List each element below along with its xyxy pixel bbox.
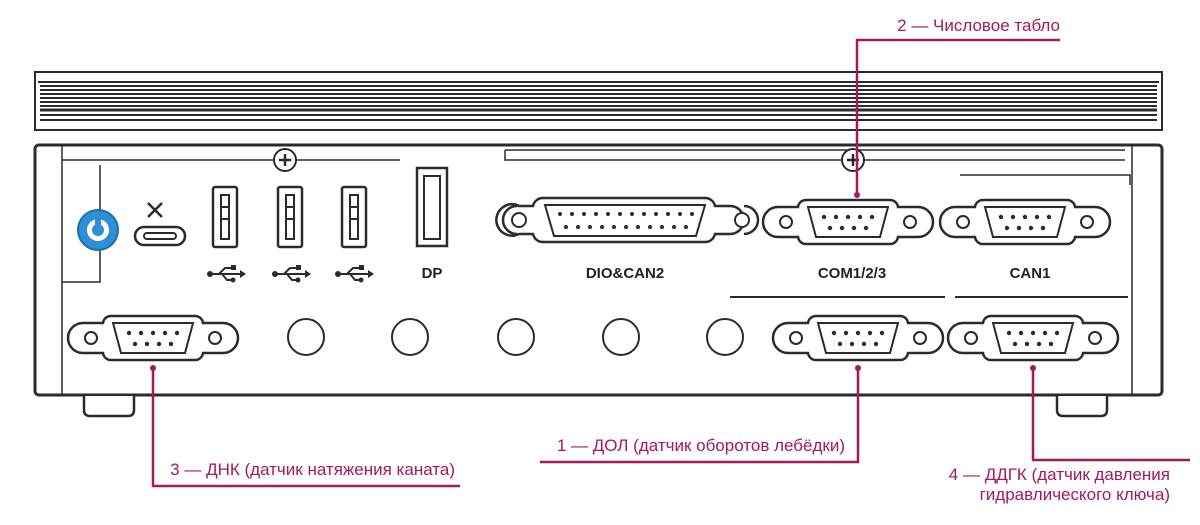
callout-ddgk-line2: гидравлического ключа): [980, 485, 1170, 504]
usb-c-icon: [147, 202, 163, 218]
usb-a-port-1: [211, 185, 239, 249]
db9-ddgk: [946, 314, 1120, 362]
round-plugs: [287, 318, 744, 356]
db9-dol: [771, 314, 945, 362]
can1-label: CAN1: [1010, 265, 1051, 282]
heatsink: [34, 71, 1163, 131]
callout-dots: [150, 192, 1036, 371]
plus-screw-icon: [840, 147, 866, 173]
usb-a-port-3: [340, 185, 368, 249]
usb-a-port-2: [276, 185, 304, 249]
com-label: COM1/2/3: [818, 265, 886, 282]
callout-num-display: 2 — Числовое табло: [897, 16, 1060, 35]
usb-c-port: [133, 202, 187, 247]
dio-can2-label: DIO&CAN2: [586, 265, 664, 282]
db9-com-top: [761, 198, 935, 246]
callout-lines: [151, 38, 1190, 488]
dp-label: DP: [422, 265, 443, 282]
callout-dol: 1 — ДОЛ (датчик оборотов лебёдки): [557, 436, 845, 455]
displayport-port: [415, 166, 449, 248]
rotary-switch-icon: [77, 209, 119, 251]
plus-screw-icon: [272, 147, 298, 173]
db9-can1: [938, 198, 1112, 246]
feet: [82, 396, 1109, 418]
callout-ddgk-line1: 4 — ДДГК (датчик давления: [949, 465, 1170, 484]
db9-dnk: [66, 314, 240, 362]
db25-connector: [495, 196, 760, 244]
callout-dnk: 3 — ДНК (датчик натяжения каната): [170, 460, 455, 479]
